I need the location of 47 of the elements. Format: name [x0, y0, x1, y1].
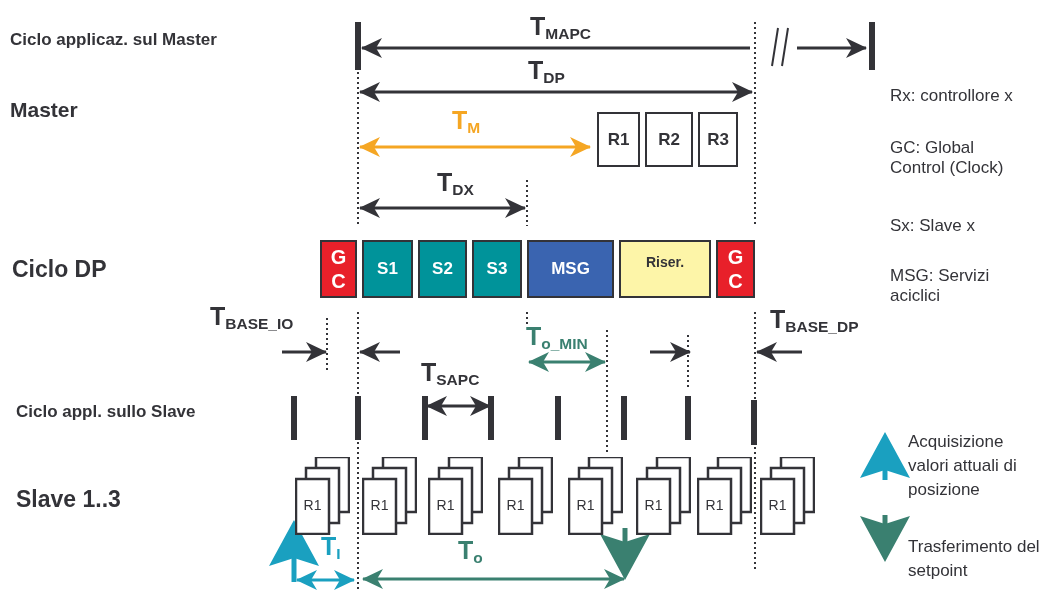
controller-label: R1 [575, 497, 596, 513]
legend-text: Trasferimento del setpoint [908, 536, 1041, 582]
controller-label: R1 [369, 497, 390, 513]
time-label: T$_{M}$ [452, 106, 481, 137]
time-label: T$_{o}$ [458, 536, 483, 567]
definition-text: Rx: controllore x [890, 86, 1013, 106]
definition-text: MSG: Servizi aciclici [890, 266, 991, 306]
time-label: T$_{BASE_IO}$ [210, 302, 294, 333]
clock-slot: G C [320, 240, 357, 298]
controller-stack [295, 457, 350, 535]
controller-label: R1 [302, 497, 323, 513]
time-label: T$_{DX}$ [437, 168, 474, 199]
time-label: T$_{o_MIN}$ [526, 322, 588, 353]
controller-label: R1 [505, 497, 526, 513]
controller-stack [428, 457, 483, 535]
time-label: T$_{MAPC}$ [530, 12, 591, 43]
slave-slot: S1 [362, 240, 413, 298]
controller-stack [362, 457, 417, 535]
time-label: T$_{BASE_DP}$ [770, 305, 859, 336]
time-label: T$_{DP}$ [528, 56, 565, 87]
clock-slot: G C [716, 240, 755, 298]
row-label: Slave 1..3 [16, 486, 121, 513]
controller-label: R1 [704, 497, 725, 513]
row-label: Ciclo appl. sullo Slave [16, 402, 196, 422]
controller-box: R1 [597, 112, 640, 167]
message-slot: MSG [527, 240, 614, 298]
controller-stack [568, 457, 623, 535]
time-label: T$_{SAPC}$ [421, 358, 480, 389]
controller-label: R1 [435, 497, 456, 513]
slave-slot: S2 [418, 240, 467, 298]
slave-slot: S3 [472, 240, 522, 298]
row-label: Ciclo DP [12, 256, 107, 283]
controller-box: R3 [698, 112, 738, 167]
controller-stack [498, 457, 553, 535]
controller-stack [636, 457, 691, 535]
time-label: T$_{I}$ [321, 532, 341, 563]
definition-text: Sx: Slave x [890, 216, 976, 236]
controller-label: R1 [643, 497, 664, 513]
controller-stack [697, 457, 752, 535]
legend-text: Acquisizione valori attuali di posizione [908, 431, 1018, 501]
controller-box: R2 [645, 112, 693, 167]
controller-label: R1 [767, 497, 788, 513]
row-label: Ciclo applicaz. sul Master [10, 30, 217, 50]
row-label: Master [10, 98, 78, 122]
definition-text: GC: Global Control (Clock) [890, 138, 1005, 178]
reserved-slot: Riser. [619, 240, 711, 298]
controller-stack [760, 457, 815, 535]
